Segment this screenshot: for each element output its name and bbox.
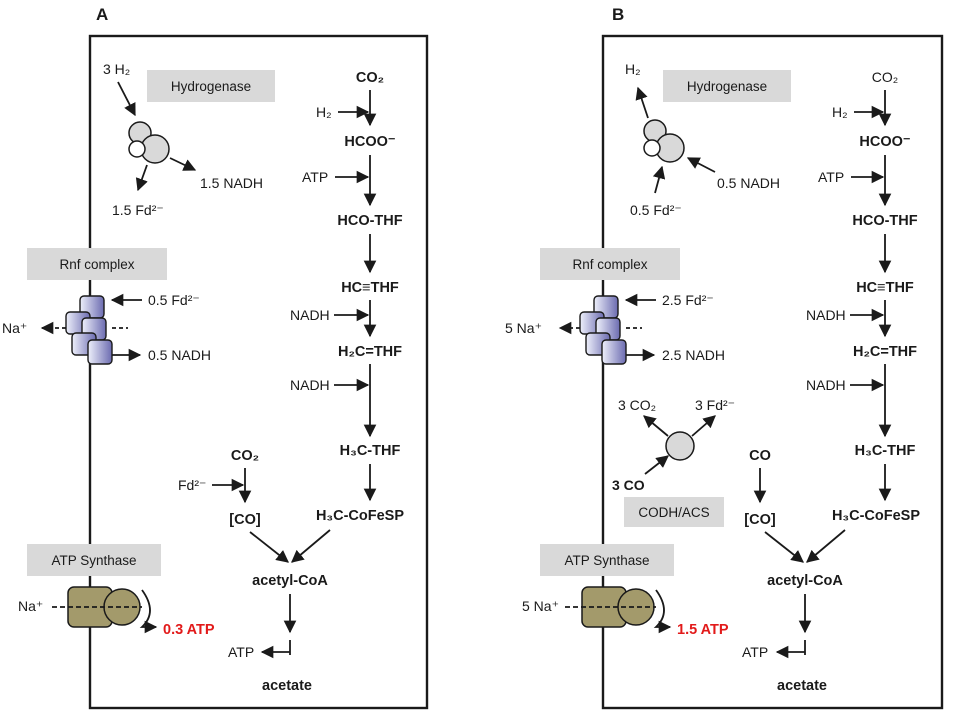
panel-a-methyl-co2: CO₂ bbox=[356, 70, 384, 86]
panel-a-formyl-thf: HCO-THF bbox=[337, 213, 402, 229]
panel-b-arrow-h2-out bbox=[635, 86, 649, 119]
panel-b-formyl-thf: HCO-THF bbox=[852, 213, 917, 229]
panel-a-arrow-cofesp-to-acetylcoa bbox=[291, 529, 331, 563]
panel-b-arrow-atp-out bbox=[653, 589, 672, 634]
panel-b-arrow-co2-out bbox=[643, 415, 669, 437]
panel-b-h2-input: H₂ bbox=[832, 104, 848, 120]
panel-b-arrow-co-in bbox=[644, 455, 669, 475]
panel-b-methyl-thf: H₃C-THF bbox=[855, 443, 916, 459]
panel-a-arrow-co-to-acetylcoa bbox=[249, 531, 289, 563]
panel-a-hydrogenase-box bbox=[147, 70, 275, 102]
panel-b-cell-membrane bbox=[601, 34, 944, 710]
panel-b-atp-input: ATP bbox=[818, 169, 844, 185]
panel-b-atp-yield: 1.5 ATP bbox=[677, 622, 729, 638]
panel-a: A Hydrogenase 3 H₂ 1.5 NADH 1.5 Fd²⁻ Rnf… bbox=[2, 5, 429, 710]
panel-b-codh-label: CODH/ACS bbox=[638, 505, 709, 520]
panel-a-hydrogenase-nadh: 1.5 NADH bbox=[200, 175, 263, 191]
panel-b-rnf-complex-icon bbox=[579, 295, 627, 365]
panel-b-codh-co: 3 CO bbox=[612, 477, 645, 493]
panel-b-arrow-codh-fd-out bbox=[691, 415, 716, 437]
panel-b-formate: HCOO⁻ bbox=[859, 134, 911, 150]
panel-a-cell-membrane bbox=[88, 34, 429, 710]
panel-b-codh-enzyme-icon bbox=[665, 431, 695, 461]
panel-b-rnf-fd: 2.5 Fd²⁻ bbox=[662, 292, 714, 308]
panel-b-hydrogenase-enzyme-icon bbox=[643, 119, 685, 163]
panel-b-acetate: acetate bbox=[777, 678, 827, 694]
panel-a-rnf-box bbox=[27, 248, 167, 280]
panel-b-atp-synthase-label: ATP Synthase bbox=[564, 553, 649, 568]
panel-a-arrow-h2-in bbox=[117, 81, 136, 117]
panel-a-rnf-fd: 0.5 Fd²⁻ bbox=[148, 292, 200, 308]
panel-a-h2-input: H₂ bbox=[316, 104, 332, 120]
panel-b-codh-co2: 3 CO₂ bbox=[618, 397, 656, 413]
panel-a-carbonyl-co2: CO₂ bbox=[231, 448, 259, 464]
panel-a-acetyl-coa: acetyl-CoA bbox=[252, 573, 328, 589]
panel-b-hydrogenase-nadh: 0.5 NADH bbox=[717, 175, 780, 191]
panel-b-arrow-fd-in bbox=[652, 165, 666, 194]
panel-a-atp-yield: 0.3 ATP bbox=[163, 622, 215, 638]
panel-a-letter: A bbox=[96, 5, 108, 24]
panel-a-atp-synthase-box bbox=[27, 544, 161, 576]
panel-a-rnf-complex-icon bbox=[65, 295, 113, 365]
panel-a-atp-na: Na⁺ bbox=[18, 598, 43, 614]
panel-b-arrow-nadh-in bbox=[686, 157, 716, 173]
panel-a-co-intermediate: [CO] bbox=[229, 512, 261, 528]
panel-a-arrow-atp-out bbox=[139, 589, 158, 634]
panel-b-hydrogenase-box bbox=[663, 70, 791, 102]
panel-b-methyl-cofesp: H₃C-CoFeSP bbox=[832, 508, 920, 524]
panel-a-hydrogenase-h2: 3 H₂ bbox=[103, 61, 130, 77]
panel-b-rnf-box bbox=[540, 248, 680, 280]
panel-b-rnf-nadh: 2.5 NADH bbox=[662, 347, 725, 363]
panel-b-co-intermediate: [CO] bbox=[744, 512, 776, 528]
panel-a-atp-input: ATP bbox=[302, 169, 328, 185]
panel-a-atp-synthase-label: ATP Synthase bbox=[51, 553, 136, 568]
panel-a-nadh-input-2: NADH bbox=[290, 377, 330, 393]
panel-a-rnf-na: Na⁺ bbox=[2, 320, 27, 336]
panel-b-carbonyl-co: CO bbox=[749, 448, 771, 464]
panel-b-codh-box bbox=[624, 497, 724, 527]
panel-b-atp-synthase-icon bbox=[581, 586, 655, 628]
panel-b-hydrogenase-h2: H₂ bbox=[625, 61, 641, 77]
panel-b-rnf-na: 5 Na⁺ bbox=[505, 320, 542, 336]
panel-a-methylene-thf: H₂C=THF bbox=[338, 344, 402, 360]
panel-a-atp-output: ATP bbox=[228, 644, 254, 660]
panel-b-codh-fd: 3 Fd²⁻ bbox=[695, 397, 735, 413]
panel-b-atp-na: 5 Na⁺ bbox=[522, 598, 559, 614]
panel-b-methyl-co2: CO₂ bbox=[872, 69, 898, 85]
panel-a-rnf-nadh: 0.5 NADH bbox=[148, 347, 211, 363]
panel-a-rnf-label: Rnf complex bbox=[59, 257, 134, 272]
panel-a-formate: HCOO⁻ bbox=[344, 134, 396, 150]
panel-a-acetate: acetate bbox=[262, 678, 312, 694]
panel-b-arrow-co-to-acetylcoa bbox=[764, 531, 804, 563]
panel-b-hydrogenase-fd: 0.5 Fd²⁻ bbox=[630, 202, 682, 218]
panel-a-hydrogenase-label: Hydrogenase bbox=[171, 79, 251, 94]
panel-a-methenyl-thf: HC≡THF bbox=[341, 280, 399, 296]
panel-a-fd-input: Fd²⁻ bbox=[178, 477, 206, 493]
panel-b-nadh-input-2: NADH bbox=[806, 377, 846, 393]
panel-a-methyl-thf: H₃C-THF bbox=[340, 443, 401, 459]
panel-b-letter: B bbox=[612, 5, 624, 24]
panel-b-acetyl-coa: acetyl-CoA bbox=[767, 573, 843, 589]
panel-a-hydrogenase-enzyme-icon bbox=[128, 121, 170, 164]
panel-a-arrow-fd-out bbox=[135, 164, 148, 192]
panel-b-methenyl-thf: HC≡THF bbox=[856, 280, 914, 296]
panel-b-arrow-cofesp-to-acetylcoa bbox=[806, 529, 846, 563]
panel-b-atp-synthase-box bbox=[540, 544, 674, 576]
panel-b: B Hydrogenase H₂ 0.5 NADH 0.5 Fd²⁻ Rnf c… bbox=[505, 5, 944, 710]
panel-a-arrow-nadh-out bbox=[169, 157, 197, 171]
panel-a-methyl-cofesp: H₃C-CoFeSP bbox=[316, 508, 404, 524]
panel-b-methylene-thf: H₂C=THF bbox=[853, 344, 917, 360]
panel-b-hydrogenase-label: Hydrogenase bbox=[687, 79, 767, 94]
panel-b-nadh-input-1: NADH bbox=[806, 307, 846, 323]
panel-a-hydrogenase-fd: 1.5 Fd²⁻ bbox=[112, 202, 164, 218]
panel-a-nadh-input-1: NADH bbox=[290, 307, 330, 323]
panel-b-rnf-label: Rnf complex bbox=[572, 257, 647, 272]
panel-b-atp-output: ATP bbox=[742, 644, 768, 660]
